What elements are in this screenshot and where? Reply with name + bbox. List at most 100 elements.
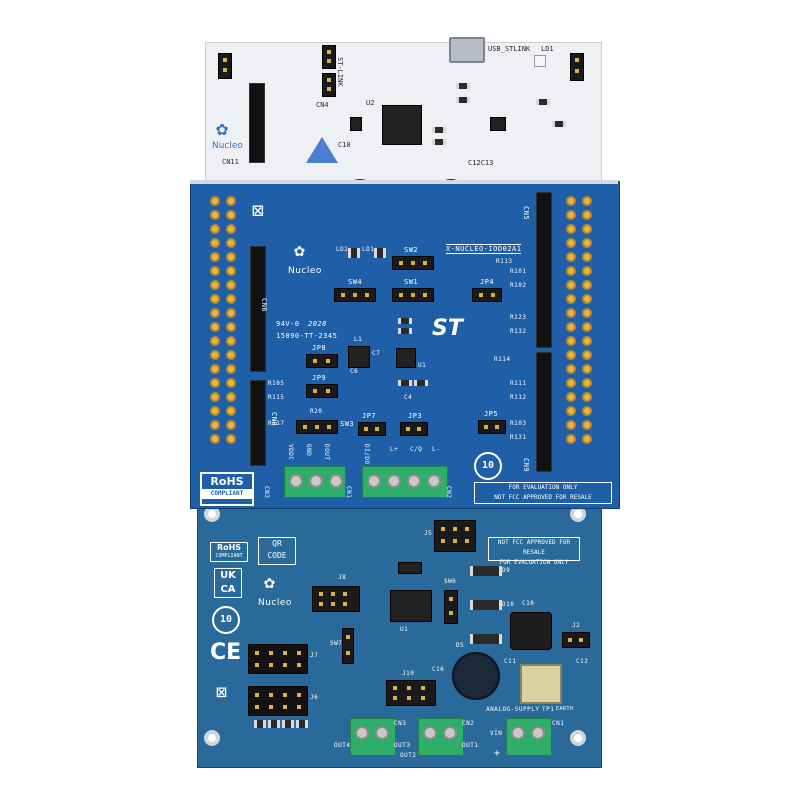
- switch-sw2[interactable]: [392, 256, 434, 270]
- cn3-label: CN3: [263, 486, 270, 499]
- expansion-weee-icon: ⊠: [252, 198, 265, 222]
- bottom-cn3-label: CN3: [394, 720, 407, 727]
- di-do-label: DI/DO: [363, 444, 370, 465]
- expansion-ten-text: 10: [481, 460, 495, 471]
- r102-label: R102: [510, 282, 527, 289]
- sw6-label: SW6: [444, 578, 457, 585]
- qr-code-box: QR CODE: [258, 537, 296, 565]
- nucleo-logo-icon: ✿: [216, 116, 229, 140]
- eval-line2: NOT FCC APPROVED FOR RESALE: [494, 494, 592, 501]
- ld1-exp-label: LD1: [362, 246, 375, 253]
- mount-hole-br-bottom: [570, 730, 586, 746]
- mcu-chip-u2: [382, 105, 422, 145]
- jumper-jp4[interactable]: [472, 288, 502, 302]
- bottom-rohs-compliant: COMPLIANT: [215, 553, 243, 559]
- d5-label: D5: [456, 642, 465, 649]
- smd-exp-2: [398, 328, 412, 334]
- jumper-jp3[interactable]: [400, 422, 428, 436]
- j6-label: J6: [310, 694, 319, 701]
- led-ld1-exp: [374, 248, 386, 258]
- d9-label: D9: [502, 567, 511, 574]
- qr-line1: QR: [272, 539, 282, 548]
- switch-sw4[interactable]: [334, 288, 376, 302]
- jumper-left[interactable]: [218, 53, 232, 79]
- board-name-label: X-NUCLEO-IOD02A1: [446, 244, 522, 254]
- cn5-label: CN5: [522, 206, 530, 221]
- jumper-cn4-b[interactable]: [322, 73, 336, 97]
- d10-label: D10: [502, 601, 515, 608]
- smd-4: [432, 139, 446, 145]
- r113-label: R113: [496, 258, 513, 265]
- header-j5[interactable]: [434, 520, 476, 552]
- ce-mark: CE: [210, 640, 242, 665]
- vddc-label: VDDC: [287, 444, 294, 461]
- jumper-jp7[interactable]: [358, 422, 386, 436]
- chip-small-1: [350, 117, 362, 131]
- terminal-cn1-bottom[interactable]: [506, 718, 552, 756]
- header-j10[interactable]: [386, 680, 436, 706]
- r101-label: R101: [510, 268, 527, 275]
- smd-2: [456, 97, 470, 103]
- switch-sw1[interactable]: [392, 288, 434, 302]
- expansion-rohs-compliant: COMPLIANT: [202, 489, 252, 499]
- c16-label: C16: [432, 666, 445, 673]
- terminal-cn2-bottom[interactable]: [418, 718, 464, 756]
- sw2-label: SW2: [404, 246, 419, 254]
- jumper-cn4-a[interactable]: [322, 45, 336, 69]
- c6-label: C6: [350, 368, 359, 375]
- year-label: 2028: [308, 320, 327, 328]
- jumper-right[interactable]: [570, 53, 584, 81]
- r103-label: R103: [510, 420, 527, 427]
- jp4-label: JP4: [480, 278, 495, 286]
- capacitor-c16: [452, 652, 500, 700]
- sw1-label: SW1: [404, 278, 419, 286]
- c12c13-label: C12C13: [468, 159, 494, 167]
- led-ld1: [534, 55, 546, 67]
- jumper-bank-j6[interactable]: [248, 686, 308, 716]
- r123-label: R123: [510, 314, 527, 321]
- pad-column-left-2: [226, 196, 238, 448]
- header-cn6: [250, 246, 266, 372]
- header-cn9: [536, 352, 552, 472]
- r114-label: R114: [494, 356, 511, 363]
- test-point-tp1[interactable]: [520, 664, 562, 704]
- smd-1: [456, 83, 470, 89]
- fr4-rating-label: 94V-0: [276, 320, 300, 328]
- sw3-label: SW3: [340, 420, 355, 428]
- evaluation-box: FOR EVALUATION ONLY NOT FCC APPROVED FOR…: [474, 482, 612, 504]
- nucleo-logo-text: Nucleo: [212, 141, 243, 151]
- jumper-jp8[interactable]: [306, 354, 338, 368]
- led-row-4: [296, 720, 308, 728]
- r105-label: R105: [268, 380, 285, 387]
- terminal-cn1[interactable]: [362, 466, 448, 498]
- led-row-1: [254, 720, 266, 728]
- terminal-cn3-bottom[interactable]: [350, 718, 396, 756]
- r132-label: R132: [510, 328, 527, 335]
- tp1-label: TP1: [542, 706, 555, 713]
- jp5-label: JP5: [484, 410, 499, 418]
- c10-bottom-label: C10: [522, 600, 535, 607]
- expansion-nucleo-icon: ✿: [294, 240, 305, 261]
- inductor-l1: [348, 346, 370, 368]
- jumper-jp9[interactable]: [306, 384, 338, 398]
- c7-label: C7: [372, 350, 381, 357]
- jp8-label: JP8: [312, 344, 327, 352]
- part-code-label: 15090-TT-2345: [276, 332, 338, 340]
- sw4-label: SW4: [348, 278, 363, 286]
- jumper-bank-j7[interactable]: [248, 644, 308, 674]
- jumper-j2[interactable]: [562, 632, 590, 648]
- c12-label: C12: [576, 658, 589, 665]
- jumper-jp5[interactable]: [478, 420, 506, 434]
- terminal-cn3[interactable]: [284, 466, 346, 498]
- header-j8[interactable]: [312, 586, 360, 612]
- expansion-rohs-badge: RoHS COMPLIANT: [200, 472, 254, 506]
- bottom-nucleo-text: Nucleo: [258, 598, 292, 608]
- bottom-ten-text: 10: [219, 614, 233, 625]
- switch-sw3[interactable]: [296, 420, 338, 434]
- bottom-fcc-line2: FOR EVALUATION ONLY: [499, 559, 569, 566]
- switch-sw6[interactable]: [444, 590, 458, 624]
- out4-label: OUT4: [334, 742, 351, 749]
- bottom-nucleo-icon: ✿: [264, 572, 275, 593]
- st-logo-text: ST: [432, 316, 463, 341]
- switch-sw7[interactable]: [342, 628, 354, 664]
